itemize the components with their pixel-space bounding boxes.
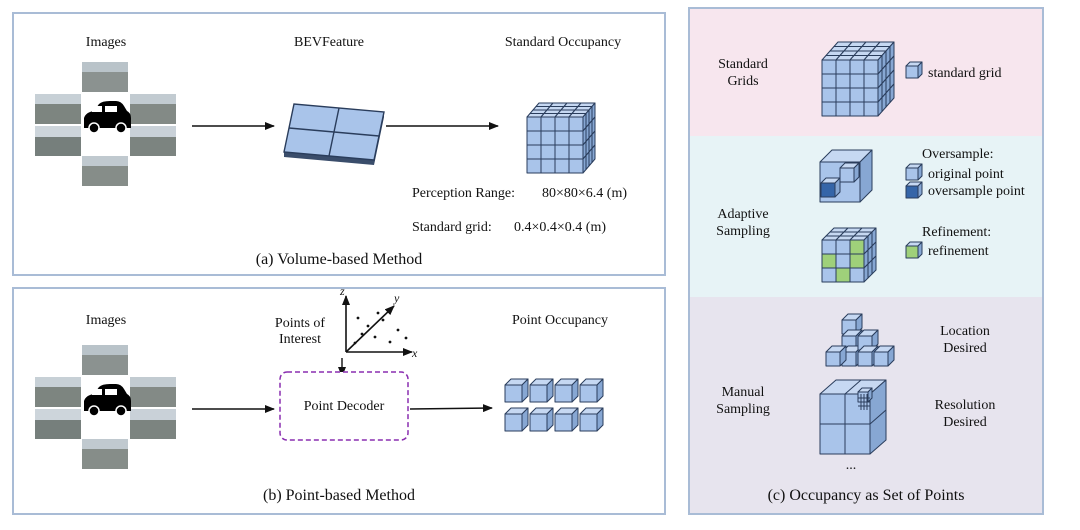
point-cube [554, 378, 579, 403]
points-of-interest-label-line1: Points of [274, 316, 326, 331]
location-cube [873, 345, 895, 367]
resolution-desired-line2: Desired [943, 415, 987, 430]
resolution-cube [819, 379, 887, 455]
standard-grids-label-line1: Standard [718, 57, 768, 72]
original-subcube [839, 162, 860, 183]
camera-images-collage-a [35, 62, 176, 186]
original-point-legend: original point [928, 167, 1004, 182]
oversample-title: Oversample: [922, 147, 994, 162]
point-decoder-box [279, 371, 409, 441]
point-cube [529, 378, 554, 403]
point-occupancy-label: Point Occupancy [511, 313, 609, 328]
point-decoder-label: Point Decoder [303, 399, 385, 414]
images-label: Images [85, 35, 127, 50]
bev-feature-label: BEVFeature [294, 35, 364, 50]
adaptive-sampling-label-line2: Sampling [716, 224, 770, 239]
standard-grids-cube [821, 41, 895, 117]
perception-range-value: 80×80×6.4 (m) [542, 186, 628, 201]
point-cube [504, 378, 529, 403]
standard-occupancy-label: Standard Occupancy [504, 35, 622, 50]
manual-sampling-label-line2: Sampling [716, 402, 770, 417]
refinement-legend: refinement [928, 244, 989, 259]
resolution-subcell [857, 387, 873, 403]
standard-grid-legend: standard grid [928, 66, 1002, 81]
oversample-point-legend: oversample point [928, 184, 1025, 199]
point-cube [579, 407, 604, 432]
refinement-legend-cube [905, 241, 923, 259]
images-label: Images [85, 313, 127, 328]
points-of-interest-label-line2: Interest [279, 332, 321, 347]
perception-range-label: Perception Range: [412, 186, 516, 201]
camera-images-collage-b [35, 345, 176, 469]
point-caption: (b) Point-based Method [263, 487, 415, 504]
resolution-subdivision [858, 394, 870, 410]
axis-x-label: x [412, 346, 418, 360]
point-cube [579, 378, 604, 403]
bev-feature-plane [283, 103, 385, 165]
refinement-cube [821, 227, 877, 283]
point-cube [529, 407, 554, 432]
refinement-title: Refinement: [922, 225, 992, 240]
location-desired-line1: Location [940, 324, 990, 339]
location-cube [825, 345, 847, 367]
car-icon [84, 384, 131, 417]
point-cube [504, 407, 529, 432]
manual-sampling-label-line1: Manual [721, 385, 765, 400]
ellipsis: ... [845, 458, 857, 473]
volume-caption: (a) Volume-based Method [255, 251, 423, 268]
location-desired-line2: Desired [943, 341, 987, 356]
arrow-decoder-to-occupancy [409, 404, 493, 413]
volume-based-panel [12, 12, 666, 276]
axis-z-label: z [340, 284, 345, 298]
point-cube [554, 407, 579, 432]
standard-occupancy-cube [526, 102, 596, 174]
standard-grids-label-line2: Grids [727, 74, 759, 89]
original-point-legend-cube [905, 163, 923, 181]
occupancy-set-caption: (c) Occupancy as Set of Points [767, 487, 965, 504]
car-icon [84, 101, 131, 134]
point-based-panel [12, 287, 666, 515]
standard-grid-legend-cube [905, 61, 923, 79]
standard-grid-value: 0.4×0.4×0.4 (m) [514, 220, 607, 235]
standard-grid-label: Standard grid: [412, 220, 492, 235]
oversample-subcube [820, 177, 841, 198]
oversample-point-legend-cube [905, 181, 923, 199]
adaptive-sampling-label-line1: Adaptive [717, 207, 769, 222]
axis-y-label: y [394, 291, 400, 305]
points-of-interest-axes [342, 295, 413, 356]
resolution-desired-line1: Resolution [934, 398, 996, 413]
